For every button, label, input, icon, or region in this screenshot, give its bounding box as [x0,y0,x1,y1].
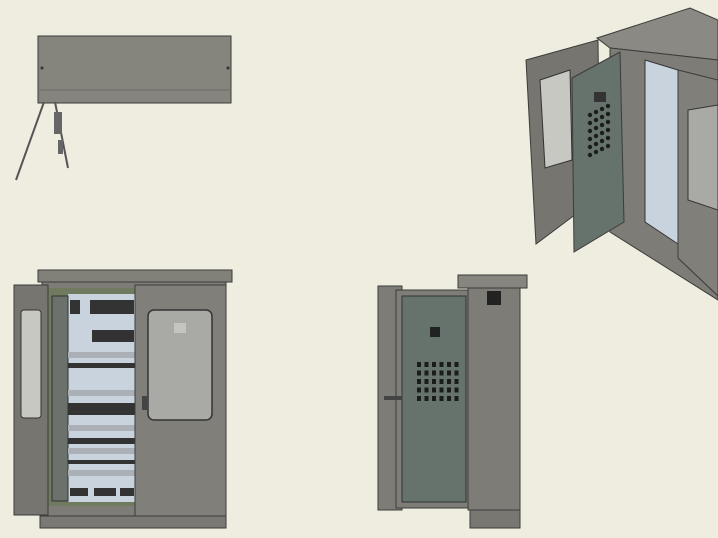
control-button [605,119,611,125]
control-button [587,112,593,118]
control-button [417,370,421,376]
control-button [432,379,436,384]
control-button [447,387,451,393]
control-button [593,149,599,155]
control-button [605,135,611,141]
control-button [593,133,599,139]
control-button [587,120,593,126]
control-button [417,396,421,401]
control-button [599,122,605,128]
control-button [447,396,451,401]
control-button [587,152,593,158]
control-button [432,396,436,401]
control-button [424,379,429,384]
control-button [593,117,599,123]
control-button [424,362,429,367]
control-button [599,114,605,120]
control-button [599,130,605,136]
control-button [417,379,421,384]
control-button [439,387,444,393]
control-button [599,146,605,152]
control-button [417,387,421,393]
control-button [417,362,421,367]
control-button [454,396,459,401]
front-open-view [13,269,233,529]
control-button [439,370,444,376]
control-button [454,362,459,367]
control-button [424,396,429,401]
control-button [593,125,599,131]
control-button [424,370,429,376]
control-button [432,370,436,376]
side-view [377,274,528,529]
control-button [454,387,459,393]
control-button [605,111,611,117]
control-button [424,387,429,393]
control-button [599,106,605,112]
control-button [593,141,599,147]
control-button [587,144,593,150]
control-button [587,136,593,142]
control-button [447,362,451,367]
control-button [447,370,451,376]
control-button [432,387,436,393]
control-button [439,362,444,367]
control-button [439,396,444,401]
control-button [454,379,459,384]
control-button [432,362,436,367]
isometric-view [525,7,718,301]
control-button [593,109,599,115]
control-button [599,138,605,144]
control-button [605,103,611,109]
control-button [439,379,444,384]
control-button [605,127,611,133]
control-button [454,370,459,376]
control-button [587,128,593,134]
control-button [447,379,451,384]
control-button [605,143,611,149]
top-view [15,35,232,181]
